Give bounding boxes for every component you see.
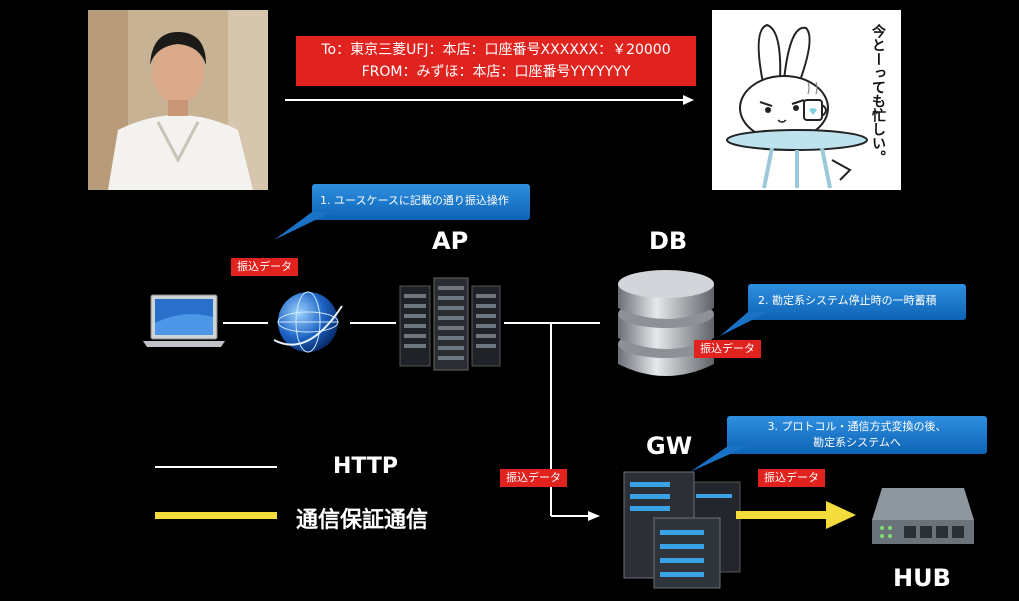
legend-guaranteed-label: 通信保証通信 xyxy=(296,508,429,533)
person-illustration xyxy=(88,10,268,190)
gw-server-icon xyxy=(623,471,741,589)
person-photo xyxy=(88,10,268,190)
legend-guaranteed-line xyxy=(155,512,277,519)
rabbit-illustration xyxy=(726,23,868,189)
data-tag-3: 振込データ xyxy=(500,469,567,487)
transfer-to-line: To：東京三菱UFJ：本店：口座番号XXXXXX：￥20000 xyxy=(321,42,671,58)
callout-step-3: 3. プロトコル・通信方式変換の後、 勘定系システムへ xyxy=(727,416,987,454)
globe-icon xyxy=(273,291,343,353)
sticker-text: 今とーっても忙しい。 xyxy=(870,24,886,164)
ap-label: AP xyxy=(432,227,469,255)
ap-gw-arrowhead xyxy=(588,511,600,521)
callout-step-3-line2: 勘定系システムへ xyxy=(813,436,901,449)
hub-label: HUB xyxy=(893,564,951,592)
ap-server-icon xyxy=(399,277,501,371)
data-tag-2: 振込データ xyxy=(694,340,761,358)
gw-label: GW xyxy=(646,432,693,460)
legend-http-label: HTTP xyxy=(333,454,399,479)
transfer-from-line: FROM：みずほ：本店：口座番号YYYYYYY xyxy=(361,64,631,80)
callout-step-3-line1: 3. プロトコル・通信方式変換の後、 xyxy=(767,420,947,433)
legend-http-line xyxy=(155,466,277,468)
hub-icon xyxy=(872,488,974,544)
laptop-icon xyxy=(143,294,225,347)
callout-step-2-tail xyxy=(720,312,768,336)
transfer-info-box: To：東京三菱UFJ：本店：口座番号XXXXXX：￥20000 FROM：みずほ… xyxy=(296,36,696,86)
database-icon xyxy=(618,270,714,376)
callout-step-2-text: 2. 勘定系システム停止時の一時蓄積 xyxy=(758,294,937,307)
guaranteed-arrow xyxy=(736,501,856,529)
db-label: DB xyxy=(649,227,688,255)
callout-step-1-text: 1. ユースケースに記載の通り振込操作 xyxy=(320,194,509,207)
callout-step-1: 1. ユースケースに記載の通り振込操作 xyxy=(312,184,530,220)
message-arrow xyxy=(285,95,694,105)
callout-step-3-tail xyxy=(690,446,748,472)
callout-step-1-tail xyxy=(274,212,332,240)
data-tag-1: 振込データ xyxy=(231,258,298,276)
callout-step-2: 2. 勘定系システム停止時の一時蓄積 xyxy=(748,284,966,320)
data-tag-4: 振込データ xyxy=(758,469,825,487)
busy-rabbit-sticker: 今とーっても忙しい。 xyxy=(712,10,901,190)
